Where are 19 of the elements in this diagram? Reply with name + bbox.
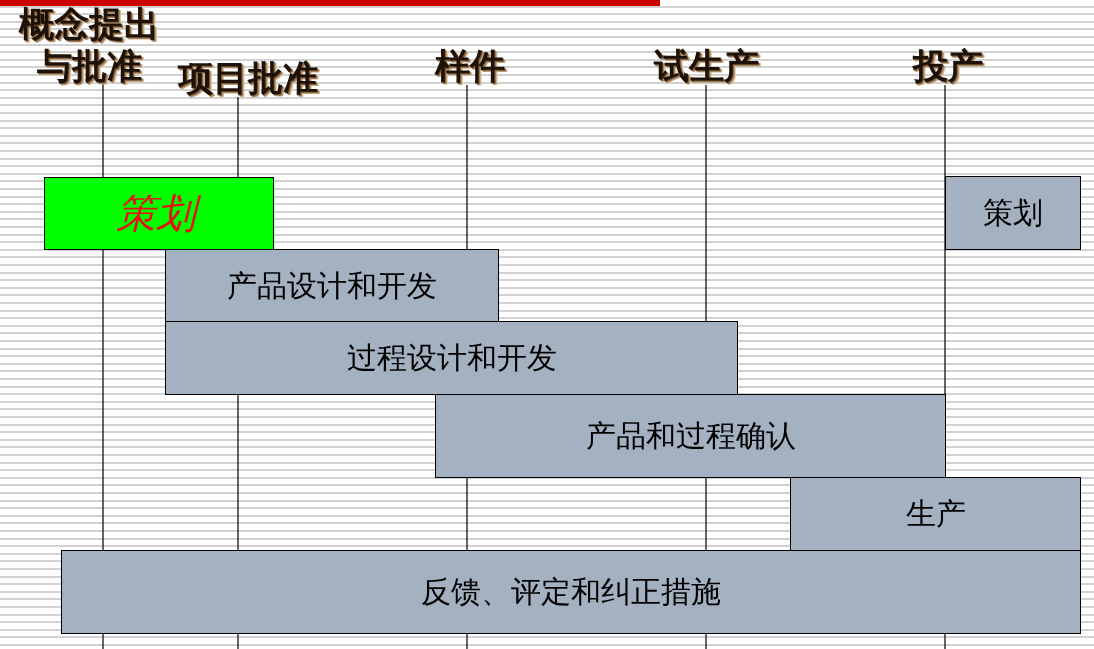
milestone-label: 投产: [911, 45, 984, 87]
phase-label: 产品和过程确认: [585, 418, 796, 454]
milestone-label: 试生产: [652, 45, 760, 87]
phase-bar: [61, 550, 1081, 634]
milestone-label: 概念提出与批准: [17, 3, 160, 87]
phase-bar: [165, 321, 738, 395]
phase-label: 反馈、评定和纠正措施: [421, 574, 721, 610]
phase-bar: [44, 177, 274, 250]
phase-bar: [790, 477, 1081, 551]
phase-bar: [945, 176, 1081, 250]
milestone-label: 项目批准: [176, 57, 319, 99]
phase-label: 策划: [983, 195, 1043, 231]
phase-label: 过程设计和开发: [346, 340, 557, 376]
phase-bar: [435, 394, 946, 478]
phase-label: 生产: [905, 496, 966, 532]
milestone-label: 样件: [433, 45, 506, 87]
phase-label: 策划: [110, 185, 208, 242]
phase-label: 产品设计和开发: [227, 267, 437, 304]
phase-bar: [165, 249, 499, 322]
